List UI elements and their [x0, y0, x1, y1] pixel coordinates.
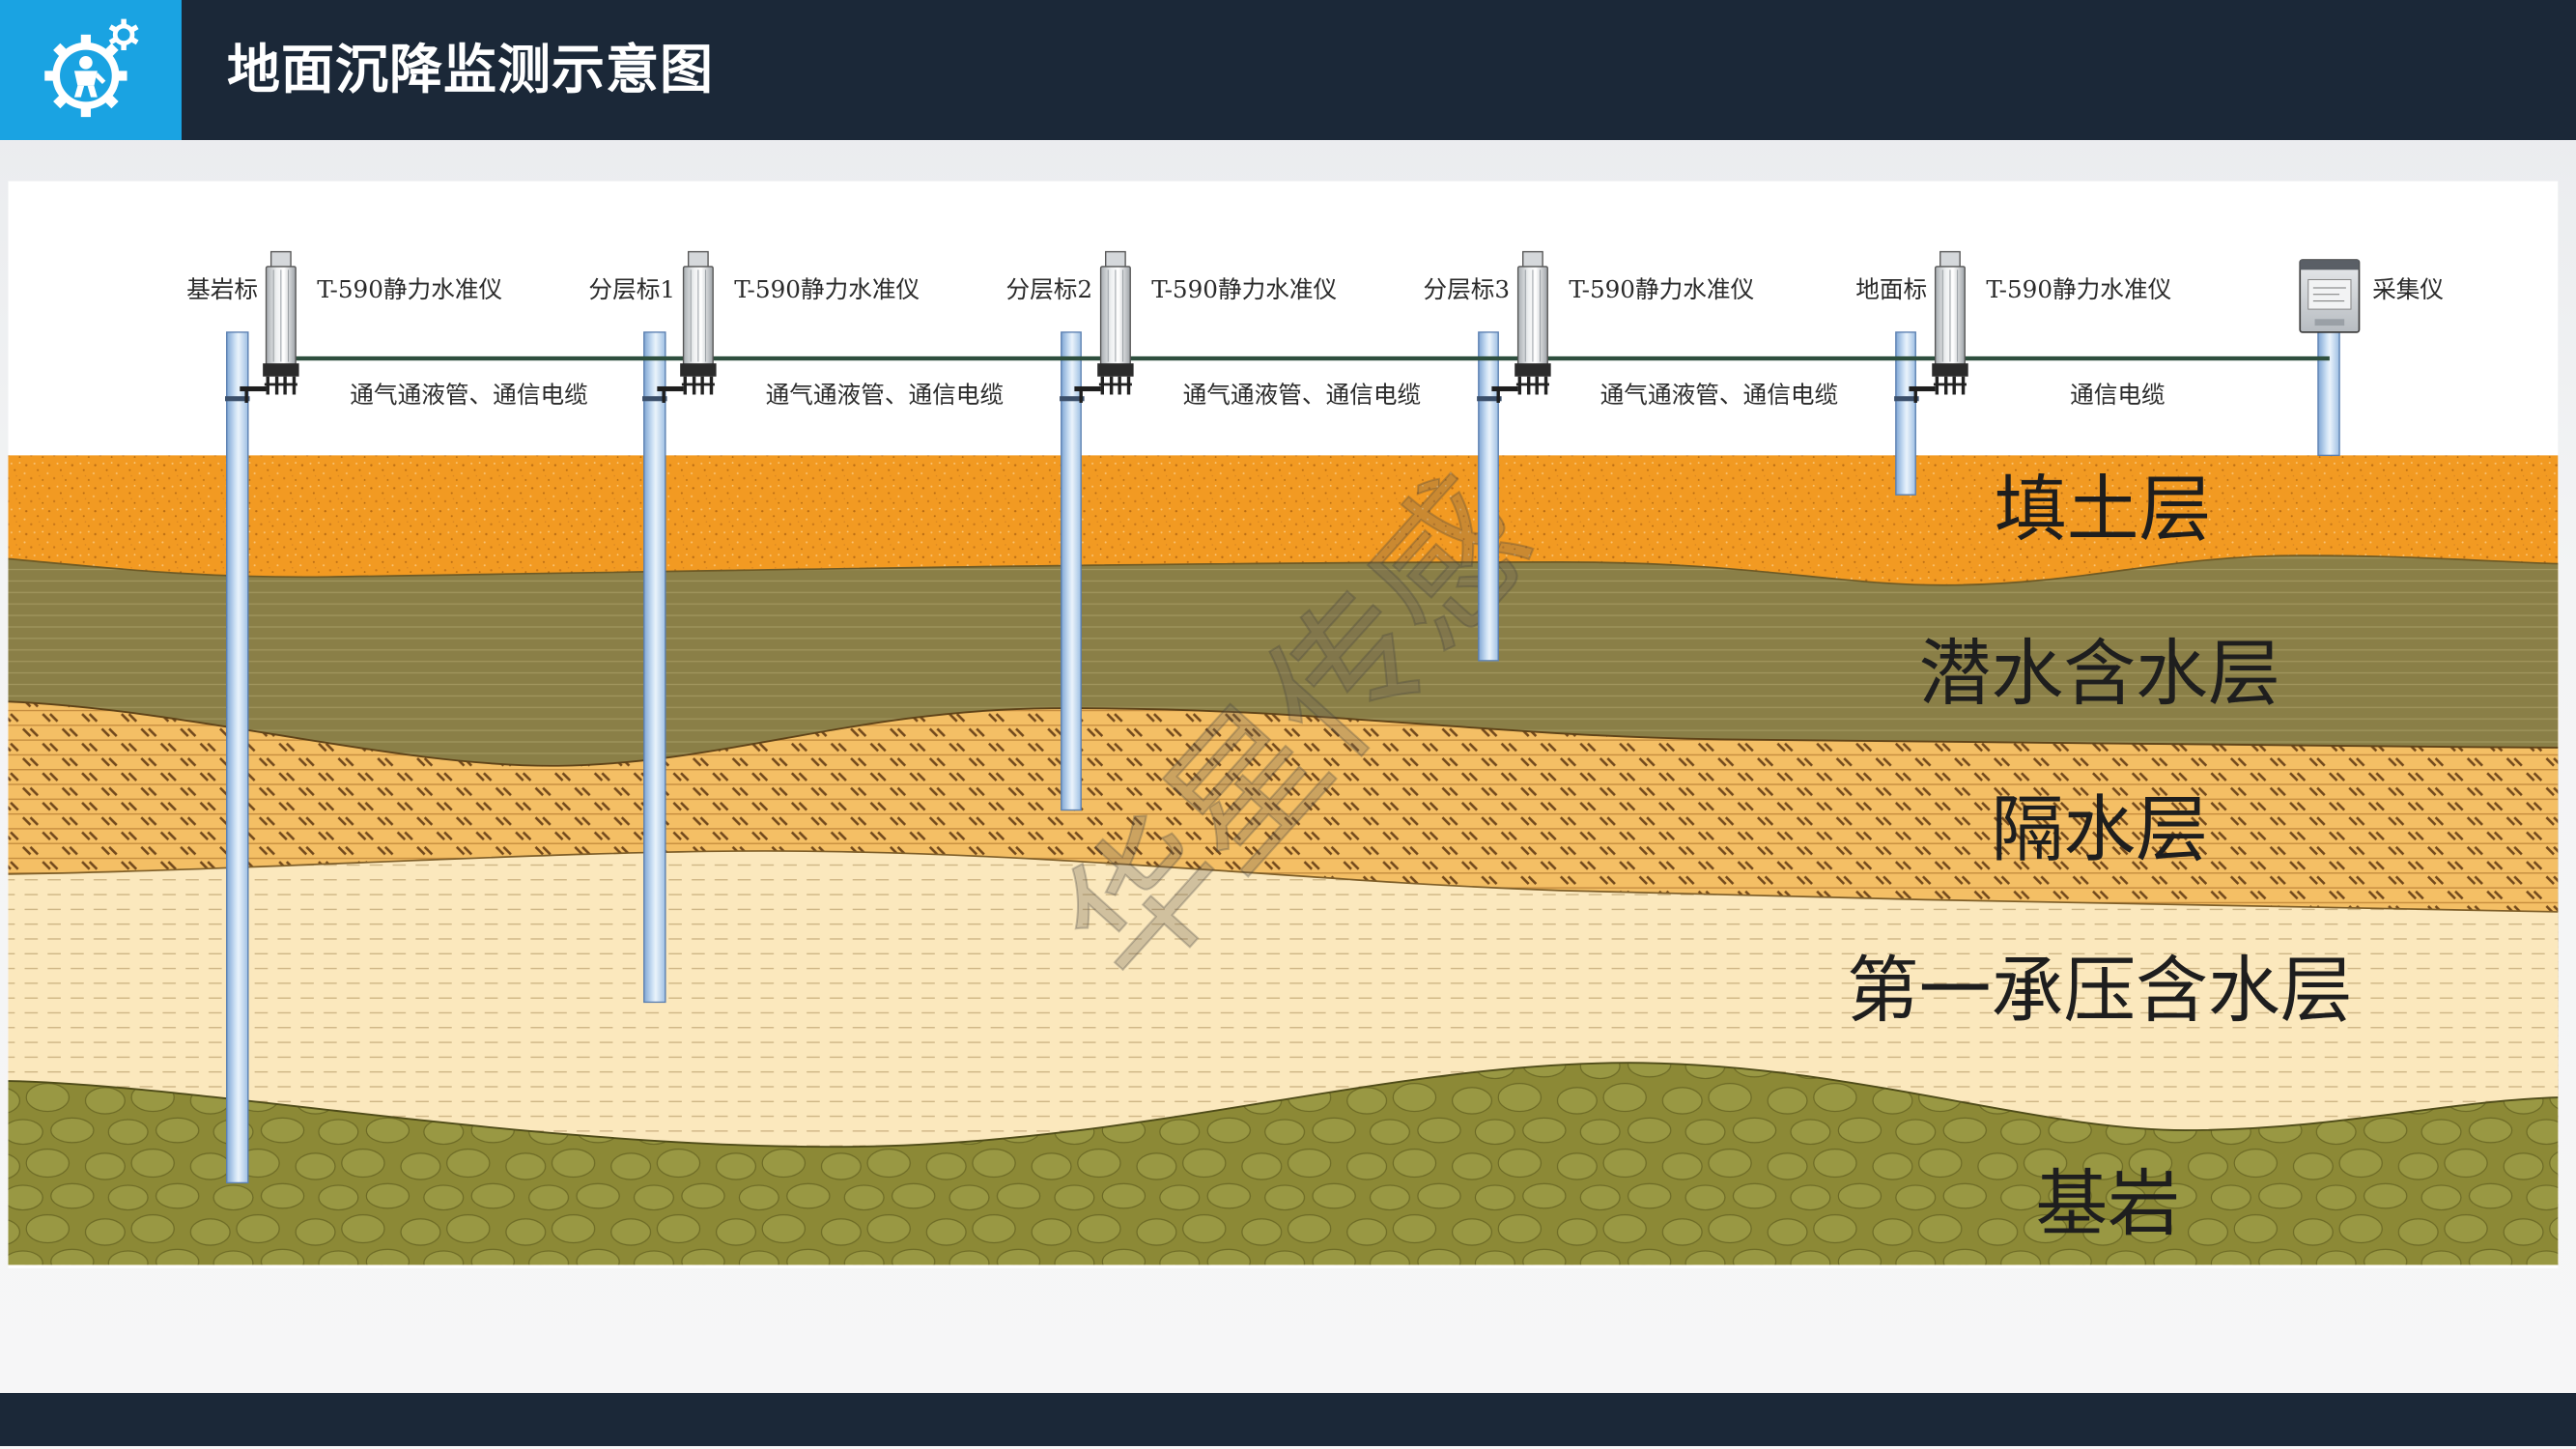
- sensor-label-5: T-590静力水准仪: [1986, 275, 2171, 303]
- layer-label-fill: 填土层: [1995, 468, 2211, 552]
- layer-mark-2-pipe: [1061, 331, 1082, 811]
- layer-mark-3-pipe: [1478, 331, 1499, 662]
- layer-mark-1-pipe: [643, 331, 666, 1004]
- station-label-layer-mark-2: 分层标2: [1005, 275, 1092, 303]
- station-label-ground-mark: 地面标: [1855, 275, 1927, 303]
- logo-block: [0, 0, 182, 140]
- page-title: 地面沉降监测示意图: [227, 40, 715, 99]
- cable-label-3: 通气通液管、通信电缆: [1183, 381, 1421, 409]
- data-logger-icon: [2299, 259, 2361, 333]
- collector-label: 采集仪: [2372, 275, 2444, 303]
- bedrock-benchmark-pipe: [226, 331, 249, 1184]
- footer-bar: [0, 1393, 2576, 1446]
- header-bar: 地面沉降监测示意图: [0, 0, 2576, 140]
- layer-label-confined: 第一承压含水层: [1847, 949, 2353, 1033]
- station-label-layer-mark-1: 分层标1: [588, 275, 675, 303]
- cable-label-2: 通气通液管、通信电缆: [766, 381, 1004, 409]
- layer-boundaries: [8, 554, 2559, 1149]
- layer-label-aquitard: 隔水层: [1992, 787, 2208, 871]
- cable-label-5: 通信电缆: [2070, 381, 2166, 409]
- bedrock-layer: [8, 1063, 2559, 1265]
- cable-label-4: 通气通液管、通信电缆: [1600, 381, 1838, 409]
- ground-mark-pipe: [1895, 331, 1916, 496]
- layer-label-phreatic: 潜水含水层: [1919, 632, 2280, 716]
- station-label-bedrock-benchmark: 基岩标: [186, 275, 258, 303]
- subsidence-diagram: 填土层 潜水含水层 隔水层 第一承压含水层 基岩 华星传感: [8, 181, 2559, 1268]
- layer-label-bedrock: 基岩: [2035, 1162, 2180, 1246]
- station-label-layer-mark-3: 分层标3: [1423, 275, 1510, 303]
- sensor-label-2: T-590静力水准仪: [734, 275, 920, 303]
- gear-worker-icon: [44, 18, 139, 118]
- collector-pole: [2317, 331, 2340, 457]
- cable-label-1: 通气通液管、通信电缆: [350, 381, 587, 409]
- sensor-label-4: T-590静力水准仪: [1569, 275, 1754, 303]
- sensor-label-3: T-590静力水准仪: [1151, 275, 1337, 303]
- sensor-label-1: T-590静力水准仪: [317, 275, 502, 303]
